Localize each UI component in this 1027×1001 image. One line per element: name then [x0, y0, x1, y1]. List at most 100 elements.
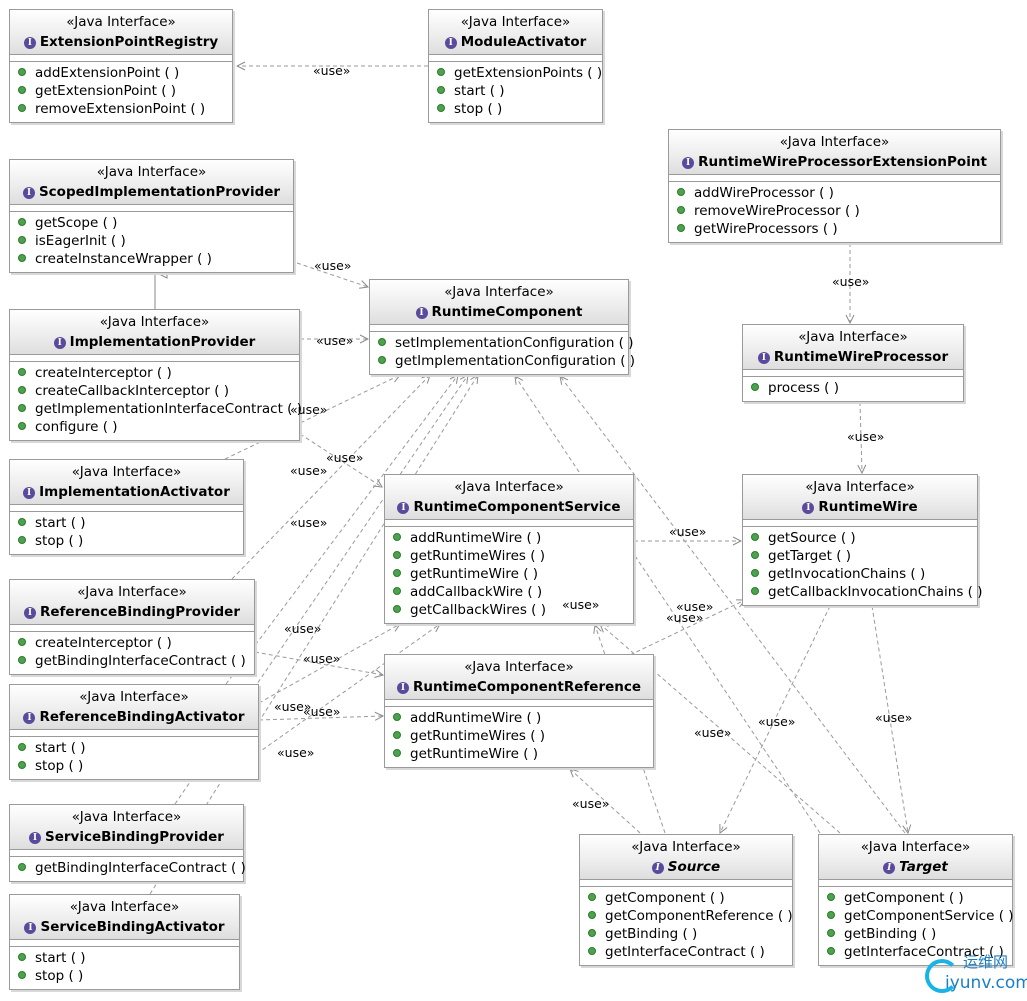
method-item[interactable]: getRuntimeWires ( ): [385, 547, 633, 565]
method-item[interactable]: getBinding ( ): [580, 925, 792, 943]
interface-name: Source: [667, 859, 721, 875]
method-name: stop ( ): [35, 533, 84, 549]
public-method-icon: [751, 383, 759, 391]
method-item[interactable]: getScope ( ): [10, 214, 293, 232]
method-item[interactable]: getBindingInterfaceContract ( ): [10, 859, 246, 877]
method-item[interactable]: getInterfaceContract ( ): [580, 943, 792, 961]
public-method-icon: [18, 638, 26, 646]
method-item[interactable]: getBindingInterfaceContract ( ): [10, 652, 254, 670]
method-item[interactable]: getExtensionPoints ( ): [429, 64, 602, 82]
stereotype-label: «Java Interface»: [798, 329, 908, 345]
method-item[interactable]: getTarget ( ): [743, 547, 977, 565]
method-item[interactable]: getRuntimeWire ( ): [385, 745, 653, 763]
public-method-icon: [393, 533, 401, 541]
method-item[interactable]: getInvocationChains ( ): [743, 565, 977, 583]
stereotype-label: «Java Interface»: [805, 479, 915, 495]
method-item[interactable]: getSource ( ): [743, 529, 977, 547]
public-method-icon: [18, 386, 26, 394]
method-item[interactable]: addRuntimeWire ( ): [385, 709, 653, 727]
method-item[interactable]: getComponentReference ( ): [580, 907, 793, 925]
method-item[interactable]: getCallbackInvocationChains ( ): [743, 583, 983, 601]
method-item[interactable]: createCallbackInterceptor ( ): [10, 382, 299, 400]
method-item[interactable]: getRuntimeWires ( ): [385, 727, 653, 745]
method-item[interactable]: getComponent ( ): [819, 889, 1012, 907]
attribute-compartment: [10, 850, 243, 857]
method-item[interactable]: createInterceptor ( ): [10, 634, 254, 652]
method-item[interactable]: start ( ): [10, 949, 239, 967]
method-item[interactable]: start ( ): [429, 82, 602, 100]
method-item[interactable]: getBinding ( ): [819, 925, 1012, 943]
attribute-compartment: [743, 520, 977, 527]
use-label: «use»: [284, 621, 322, 636]
method-item[interactable]: addWireProcessor ( ): [669, 184, 1000, 202]
method-item[interactable]: getComponent ( ): [580, 889, 792, 907]
method-item[interactable]: configure ( ): [10, 418, 299, 436]
method-item[interactable]: getCallbackWires ( ): [385, 601, 633, 619]
use-label: «use»: [277, 745, 315, 760]
method-item[interactable]: addRuntimeWire ( ): [385, 529, 633, 547]
stereotype-label: «Java Interface»: [779, 134, 890, 150]
method-item[interactable]: setImplementationConfiguration ( ): [370, 334, 634, 352]
use-dependency-line: [629, 600, 745, 656]
interface-icon: I: [396, 682, 409, 694]
attribute-compartment: [10, 55, 232, 62]
attribute-compartment: [429, 55, 602, 62]
method-item[interactable]: stop ( ): [429, 100, 602, 118]
stereotype-label: «Java Interface»: [71, 464, 182, 480]
method-item[interactable]: process ( ): [743, 379, 963, 397]
method-item[interactable]: stop ( ): [10, 532, 243, 550]
method-item[interactable]: isEagerInit ( ): [10, 232, 293, 250]
method-item[interactable]: stop ( ): [10, 967, 239, 985]
use-label: «use»: [290, 515, 328, 530]
method-item[interactable]: getExtensionPoint ( ): [10, 82, 232, 100]
method-list: getSource ( )getTarget ( )getInvocationC…: [743, 527, 983, 603]
method-item[interactable]: getInterfaceContract ( ): [819, 943, 1012, 961]
method-item[interactable]: removeExtensionPoint ( ): [10, 100, 232, 118]
method-item[interactable]: createInterceptor ( ): [10, 364, 299, 382]
method-item[interactable]: getWireProcessors ( ): [669, 220, 1000, 238]
method-item[interactable]: stop ( ): [10, 757, 258, 775]
method-item[interactable]: start ( ): [10, 739, 258, 757]
public-method-icon: [588, 893, 596, 901]
method-item[interactable]: addExtensionPoint ( ): [10, 64, 232, 82]
method-item[interactable]: getRuntimeWire ( ): [385, 565, 633, 583]
interface-name: RuntimeComponentReference: [412, 679, 642, 695]
method-list: addExtensionPoint ( )getExtensionPoint (…: [10, 62, 232, 120]
method-name: isEagerInit ( ): [35, 233, 126, 249]
public-method-icon: [18, 368, 26, 376]
method-item[interactable]: getImplementationConfiguration ( ): [370, 352, 635, 370]
public-method-icon: [588, 947, 596, 955]
stereotype-label: «Java Interface»: [77, 584, 187, 600]
method-item[interactable]: start ( ): [10, 514, 243, 532]
method-name: addExtensionPoint ( ): [35, 65, 180, 81]
method-item[interactable]: getImplementationInterfaceContract ( ): [10, 400, 302, 418]
method-item[interactable]: getComponentService ( ): [819, 907, 1014, 925]
method-item[interactable]: createInstanceWrapper ( ): [10, 250, 293, 268]
public-method-icon: [18, 953, 26, 961]
method-item[interactable]: addCallbackWire ( ): [385, 583, 633, 601]
method-item[interactable]: removeWireProcessor ( ): [669, 202, 1000, 220]
